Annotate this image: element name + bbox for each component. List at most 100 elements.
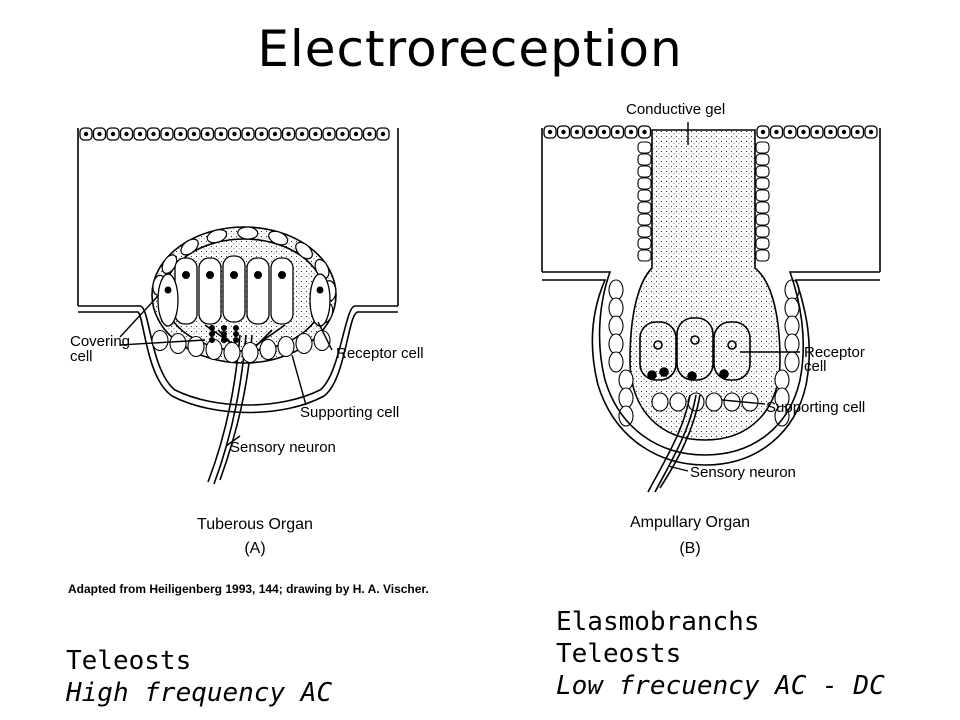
receptor-cell xyxy=(198,257,222,325)
canal-cell xyxy=(755,141,770,154)
cell-nucleus xyxy=(97,131,102,137)
cell-nucleus xyxy=(340,131,345,137)
receptor-nucleus xyxy=(182,271,190,279)
supporting-cell xyxy=(223,341,241,364)
cell-nucleus xyxy=(787,129,793,135)
synapse-dot xyxy=(233,325,239,331)
cell-nucleus xyxy=(218,131,224,137)
cell-nucleus xyxy=(367,131,372,137)
synapse-dot xyxy=(221,331,227,337)
canal-cell xyxy=(637,189,652,202)
synapse-dot xyxy=(221,325,227,331)
supporting-cell xyxy=(241,341,259,364)
canal-cell xyxy=(755,225,770,238)
cell-nucleus xyxy=(124,131,129,137)
cell-nucleus xyxy=(232,131,237,137)
cell-nucleus xyxy=(868,129,874,135)
cell-nucleus xyxy=(286,131,291,137)
canal-cell xyxy=(608,279,624,301)
cell-nucleus xyxy=(841,129,847,135)
note-left: Teleosts High frequency AC xyxy=(66,645,332,709)
note-left-line2-text: High frequency AC xyxy=(66,678,333,708)
cell-nucleus xyxy=(855,129,860,135)
capsule-cell xyxy=(295,241,313,260)
canal-cell xyxy=(618,405,634,427)
cell-nucleus xyxy=(628,129,634,135)
cell-nucleus xyxy=(601,129,607,135)
caption-ampullary-organ: Ampullary Organ xyxy=(629,514,751,531)
receptor-cell xyxy=(246,257,270,325)
note-right-line3-text: Low frecuency AC - DC xyxy=(556,671,885,701)
canal-cell xyxy=(755,189,770,202)
canal-cell xyxy=(637,165,652,178)
synapse-dot xyxy=(233,337,239,343)
cell-nucleus xyxy=(642,129,647,135)
synapse-dot xyxy=(209,325,215,331)
cell-nucleus xyxy=(801,129,806,135)
cell-nucleus xyxy=(828,129,833,135)
canal-cell xyxy=(637,237,652,250)
epithelial-cell-row xyxy=(79,127,390,141)
receptor-cell xyxy=(157,273,179,327)
supporting-cell xyxy=(205,338,223,361)
label-supporting-cell-a: Supporting cell xyxy=(300,404,400,421)
cell-nucleus xyxy=(164,131,170,137)
canal-wall-cells xyxy=(608,141,800,427)
cell-nucleus xyxy=(299,131,305,137)
note-right-line3: Low frecuency AC - DC xyxy=(556,670,885,702)
cell-nucleus xyxy=(547,129,553,135)
supporting-cell xyxy=(259,338,277,361)
canal-cell xyxy=(608,351,624,373)
note-right-line1: Elasmobranchs xyxy=(556,607,760,637)
supporting-cell xyxy=(295,332,313,355)
synapse-dot xyxy=(233,331,239,337)
cell-nucleus xyxy=(774,129,779,135)
figure-credit: Adapted from Heiligenberg 1993, 144; dra… xyxy=(68,582,429,596)
cell-nucleus xyxy=(178,131,183,137)
caption-letter-a: (A) xyxy=(244,540,266,557)
receptor-cell xyxy=(270,257,294,325)
cell-nucleus xyxy=(137,131,143,137)
note-right: Elasmobranchs Teleosts Low frecuency AC … xyxy=(556,606,885,702)
canal-cell xyxy=(637,249,652,262)
canal-cell xyxy=(637,225,652,238)
cell-nucleus xyxy=(205,131,210,137)
canal-cell xyxy=(637,201,652,214)
canal-cell xyxy=(608,315,624,337)
cell-nucleus xyxy=(380,131,386,137)
cell-nucleus xyxy=(561,129,566,135)
capsule-cell xyxy=(206,229,228,244)
receptor-cells xyxy=(157,255,331,327)
epithelial-cell-row xyxy=(543,125,878,139)
supporting-cell xyxy=(651,392,669,412)
receptor-nucleus xyxy=(230,271,238,279)
canal-cell xyxy=(637,153,652,166)
receptor-cell xyxy=(309,273,331,327)
label-conductive-gel: Conductive gel xyxy=(626,101,726,118)
cell-nucleus xyxy=(814,129,820,135)
canal-cell xyxy=(618,387,634,409)
note-left-line1: Teleosts xyxy=(66,646,192,676)
supporting-cell xyxy=(151,329,169,352)
cell-nucleus xyxy=(760,129,766,135)
canal-cell xyxy=(784,333,800,355)
canal-cell xyxy=(608,297,624,319)
capsule-cell xyxy=(180,238,199,256)
canal-cell xyxy=(755,177,770,190)
tuberous-organ-drawing xyxy=(77,127,399,485)
label-receptor-cell-b: Receptor cell xyxy=(804,344,865,375)
supporting-cell xyxy=(277,335,295,358)
cell-nucleus xyxy=(326,131,332,137)
receptor-nucleus xyxy=(316,286,324,294)
supporting-cell xyxy=(187,335,205,358)
note-left-line2: High frequency AC xyxy=(66,677,332,709)
supporting-cells xyxy=(151,325,331,364)
cell-nucleus xyxy=(588,129,593,135)
canal-cell xyxy=(774,405,790,427)
note-right-line2: Teleosts xyxy=(556,639,682,669)
receptor-nucleus xyxy=(164,286,172,294)
cell-nucleus xyxy=(272,131,278,137)
supporting-cell xyxy=(669,392,687,412)
cell-nucleus xyxy=(191,131,197,137)
